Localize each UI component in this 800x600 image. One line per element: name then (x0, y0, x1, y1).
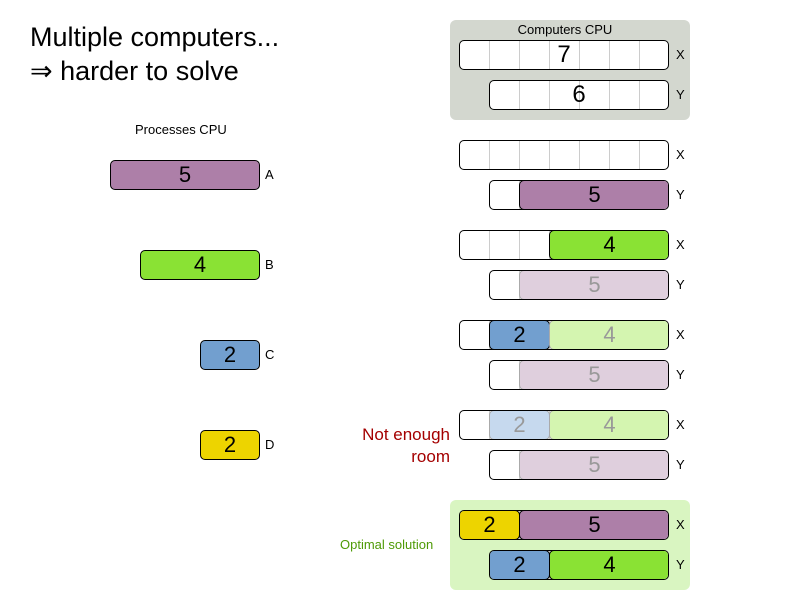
title-line-1: Multiple computers... (30, 22, 280, 52)
computer-label-Y: Y (676, 557, 685, 572)
grid-line (489, 141, 490, 169)
grid-line (519, 231, 520, 259)
process-B: 4 (140, 250, 260, 280)
computer-label-Y: Y (676, 457, 685, 472)
process-label-C: C (265, 347, 275, 362)
assigned-process-A: 5 (519, 181, 668, 209)
step3-computer-Y: 5 (489, 360, 669, 390)
grid-line (639, 41, 640, 69)
grid-line (489, 41, 490, 69)
assigned-process-C: 2 (490, 551, 550, 579)
assigned-process-C: 2 (489, 321, 550, 349)
assigned-process-B: 4 (549, 321, 668, 349)
grid-line (519, 141, 520, 169)
process-label-D: D (265, 437, 275, 452)
assigned-process-D: 2 (460, 511, 520, 539)
computer-label-Y: Y (676, 277, 685, 292)
process-label-B: B (265, 257, 274, 272)
grid-line (609, 141, 610, 169)
step2-computer-Y: 5 (489, 270, 669, 300)
grid-line (579, 41, 580, 69)
step4-computer-Y: 5 (489, 450, 669, 480)
processes-header: Processes CPU (135, 122, 227, 137)
capacity-computer-X (459, 40, 669, 70)
grid-line (549, 41, 550, 69)
computers-header: Computers CPU (517, 22, 613, 37)
computer-label-X: X (676, 147, 685, 162)
capacity-value-X: 7 (557, 41, 571, 68)
assigned-process-A: 5 (519, 271, 668, 299)
grid-line (579, 141, 580, 169)
computer-label-Y: Y (676, 187, 685, 202)
computer-label-X: X (676, 517, 685, 532)
grid-line (609, 41, 610, 69)
slide-title: Multiple computers... ⇒ harder to solve (30, 20, 279, 88)
grid-line (549, 141, 550, 169)
grid-line (609, 81, 610, 109)
process-C: 2 (200, 340, 260, 370)
computer-label-X: X (676, 47, 685, 62)
assigned-process-B: 4 (549, 411, 668, 439)
grid-line (639, 141, 640, 169)
grid-line (549, 81, 550, 109)
title-line-2: ⇒ harder to solve (30, 56, 239, 86)
note-5: Optimal solution (340, 537, 434, 552)
capacity-value-Y: 6 (572, 81, 586, 108)
assigned-process-B: 4 (549, 551, 668, 579)
computer-label-Y: Y (676, 87, 685, 102)
process-D: 2 (200, 430, 260, 460)
note-4: Not enough room (362, 425, 450, 466)
grid-line (639, 81, 640, 109)
grid-line (579, 81, 580, 109)
step1-computer-Y: 5 (489, 180, 669, 210)
computer-label-X: X (676, 237, 685, 252)
computer-label-X: X (676, 327, 685, 342)
step2-computer-X: 4 (459, 230, 669, 260)
assigned-process-A: 5 (519, 451, 668, 479)
capacity-computer-Y (489, 80, 669, 110)
assigned-process-C: 2 (489, 411, 550, 439)
assigned-process-A: 5 (519, 361, 668, 389)
assigned-process-A: 5 (519, 511, 668, 539)
grid-line (519, 81, 520, 109)
grid-line (519, 41, 520, 69)
computer-label-X: X (676, 417, 685, 432)
process-A: 5 (110, 160, 260, 190)
process-label-A: A (265, 167, 274, 182)
computer-label-Y: Y (676, 367, 685, 382)
assigned-process-B: 4 (549, 231, 668, 259)
grid-line (489, 231, 490, 259)
step1-computer-X (459, 140, 669, 170)
